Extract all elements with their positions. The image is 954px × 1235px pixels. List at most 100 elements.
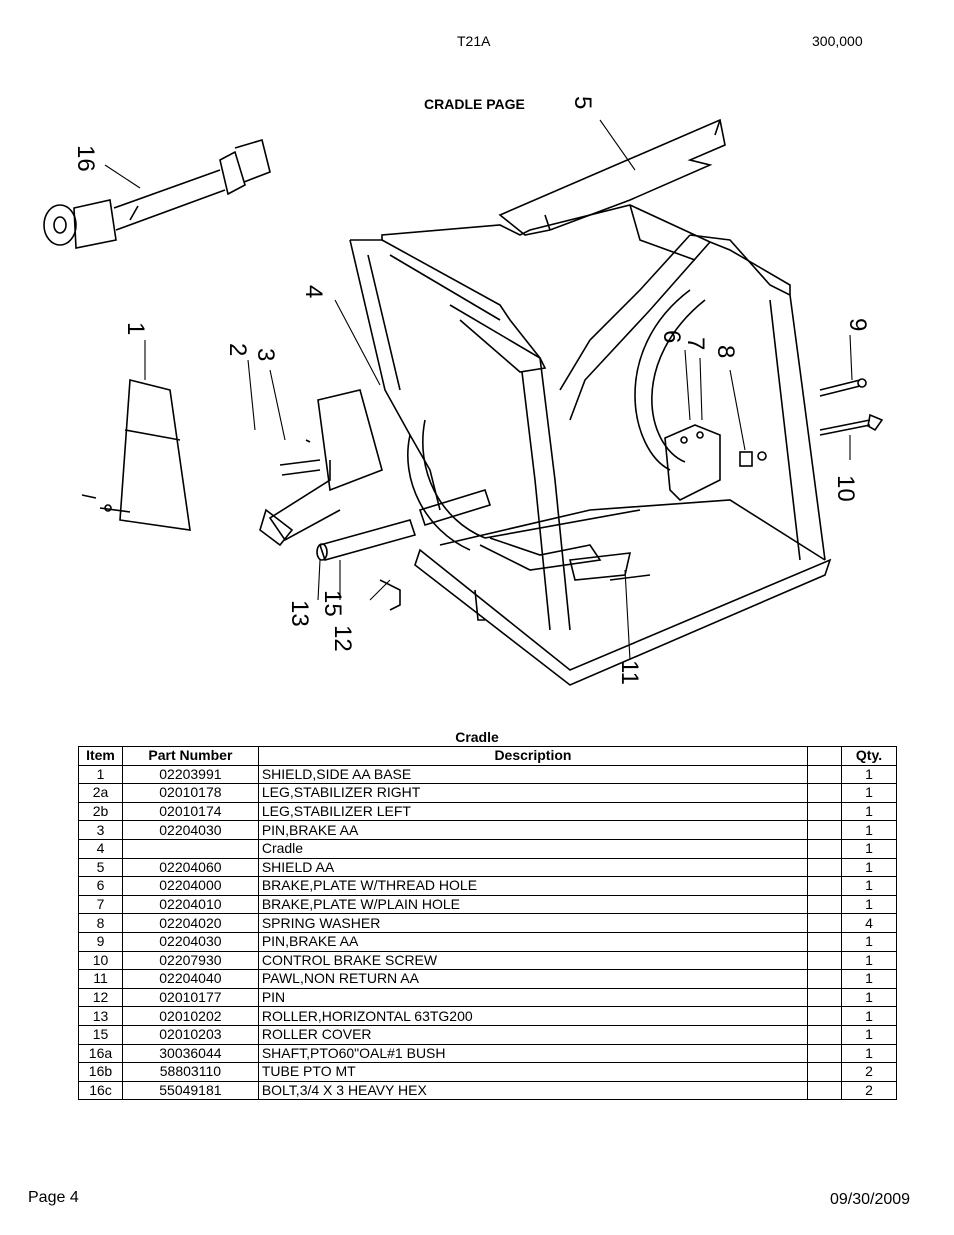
qty-cell: 1 <box>841 1024 897 1045</box>
part-number-cell: 02204040 <box>121 969 259 989</box>
header-part-number: Part Number <box>121 746 259 766</box>
qty-cell: 1 <box>841 876 897 896</box>
item-cell: 6 <box>78 876 123 896</box>
item-cell: 5 <box>78 857 123 878</box>
item-cell: 15 <box>78 1024 123 1045</box>
description-cell: ROLLER,HORIZONTAL 63TG200 <box>257 1006 809 1026</box>
extra-cell <box>807 857 842 878</box>
part-number-cell: 02010174 <box>121 801 259 822</box>
qty-cell: 1 <box>841 1043 897 1064</box>
item-cell: 2a <box>78 783 123 803</box>
item-cell: 9 <box>78 931 123 952</box>
description-cell: SPRING WASHER <box>257 913 809 933</box>
callout-11: 11 <box>616 660 643 685</box>
extra-cell <box>807 820 842 840</box>
part-number-cell: 02204010 <box>121 894 259 915</box>
callout-2: 2 <box>224 343 251 356</box>
qty-cell: 1 <box>841 894 897 915</box>
callout-7: 7 <box>682 337 709 350</box>
part-number-cell: 02204030 <box>121 931 259 952</box>
part-number-cell: 30036044 <box>121 1043 259 1064</box>
part-number-cell: 02010202 <box>121 1006 259 1026</box>
part-number-cell: 02204030 <box>121 820 259 840</box>
callout-10: 10 <box>832 475 859 502</box>
extra-cell <box>807 1062 842 1082</box>
qty-cell: 1 <box>841 820 897 840</box>
extra-cell <box>807 950 842 971</box>
description-cell: LEG,STABILIZER LEFT <box>257 801 809 822</box>
item-cell: 16a <box>78 1043 123 1064</box>
header-description: Description <box>257 746 809 766</box>
qty-cell: 4 <box>841 913 897 933</box>
callout-6: 6 <box>658 330 685 343</box>
item-cell: 10 <box>78 950 123 971</box>
callout-9: 9 <box>844 318 871 331</box>
part-number-cell: 55049181 <box>121 1080 259 1101</box>
qty-cell: 1 <box>841 838 897 859</box>
brake-plate-drawing <box>664 424 767 501</box>
description-cell: SHIELD AA <box>257 857 809 878</box>
extra-cell <box>807 913 842 933</box>
callout-4: 4 <box>300 285 327 298</box>
qty-cell: 1 <box>841 987 897 1008</box>
description-cell: Cradle <box>257 838 809 859</box>
model-number: T21A <box>457 33 491 49</box>
stabilizer-leg-drawing <box>259 389 383 547</box>
callout-15: 15 <box>319 590 346 617</box>
leader-lines <box>104 119 853 661</box>
extra-cell <box>807 1006 842 1026</box>
roller-drawing <box>316 489 492 621</box>
qty-cell: 1 <box>841 969 897 989</box>
item-cell: 12 <box>78 987 123 1008</box>
extra-cell <box>807 801 842 822</box>
description-cell: PAWL,NON RETURN AA <box>257 969 809 989</box>
description-cell: BRAKE,PLATE W/PLAIN HOLE <box>257 894 809 915</box>
description-cell: LEG,STABILIZER RIGHT <box>257 783 809 803</box>
qty-cell: 1 <box>841 857 897 878</box>
header-blank <box>807 746 842 766</box>
description-cell: BOLT,3/4 X 3 HEAVY HEX <box>257 1080 809 1101</box>
callout-labels: 16 5 4 1 3 2 6 7 8 9 10 15 13 12 11 <box>72 96 871 685</box>
qty-cell: 1 <box>841 764 897 785</box>
page-date: 09/30/2009 <box>830 1191 911 1208</box>
part-number-cell: 02204060 <box>121 857 259 878</box>
part-number-cell: 02207930 <box>121 950 259 971</box>
extra-cell <box>807 969 842 989</box>
callout-3: 3 <box>252 348 279 361</box>
qty-cell: 1 <box>841 950 897 971</box>
callout-1: 1 <box>122 322 149 335</box>
description-cell: BRAKE,PLATE W/THREAD HOLE <box>257 876 809 896</box>
item-cell: 13 <box>78 1006 123 1026</box>
table-title: Cradle <box>455 729 499 745</box>
page-number: Page 4 <box>28 1189 79 1206</box>
description-cell: TUBE PTO MT <box>257 1062 809 1082</box>
item-cell: 16b <box>78 1062 123 1082</box>
description-cell: PIN,BRAKE AA <box>257 820 809 840</box>
qty-cell: 1 <box>841 931 897 952</box>
table-header-row: Item Part Number Description Qty. <box>78 746 897 766</box>
part-number-cell: 02204000 <box>121 876 259 896</box>
part-number-cell <box>121 838 259 859</box>
extra-cell <box>807 894 842 915</box>
extra-cell <box>807 838 842 859</box>
header-item: Item <box>78 746 123 766</box>
description-cell: CONTROL BRAKE SCREW <box>257 950 809 971</box>
extra-cell <box>807 764 842 785</box>
qty-cell: 2 <box>841 1080 897 1101</box>
description-cell: PIN <box>257 987 809 1008</box>
description-cell: SHIELD,SIDE AA BASE <box>257 764 809 785</box>
